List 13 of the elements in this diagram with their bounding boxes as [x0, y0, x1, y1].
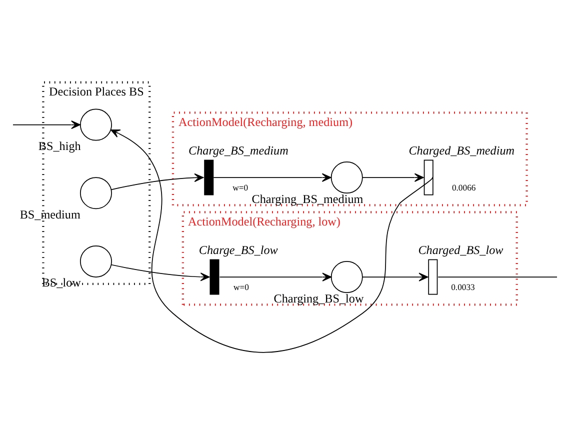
node-label: w=0 [232, 182, 248, 193]
node-label: Charging_BS_medium [252, 192, 364, 206]
node-label: Charged_BS_low [418, 242, 504, 257]
node-label: BS_high [38, 139, 81, 154]
node-label: Charged_BS_medium [408, 143, 515, 158]
node-label: Charging_BS_low [274, 291, 364, 306]
node-label: 0.0033 [451, 282, 475, 292]
node-label: Charge_BS_low [198, 242, 278, 257]
node-label: BS_low [42, 276, 81, 290]
node-label: BS_medium [20, 207, 80, 222]
node-label: w=0 [234, 282, 249, 292]
node-label: 0.0066 [452, 182, 476, 193]
node-label: Charge_BS_medium [188, 143, 288, 158]
